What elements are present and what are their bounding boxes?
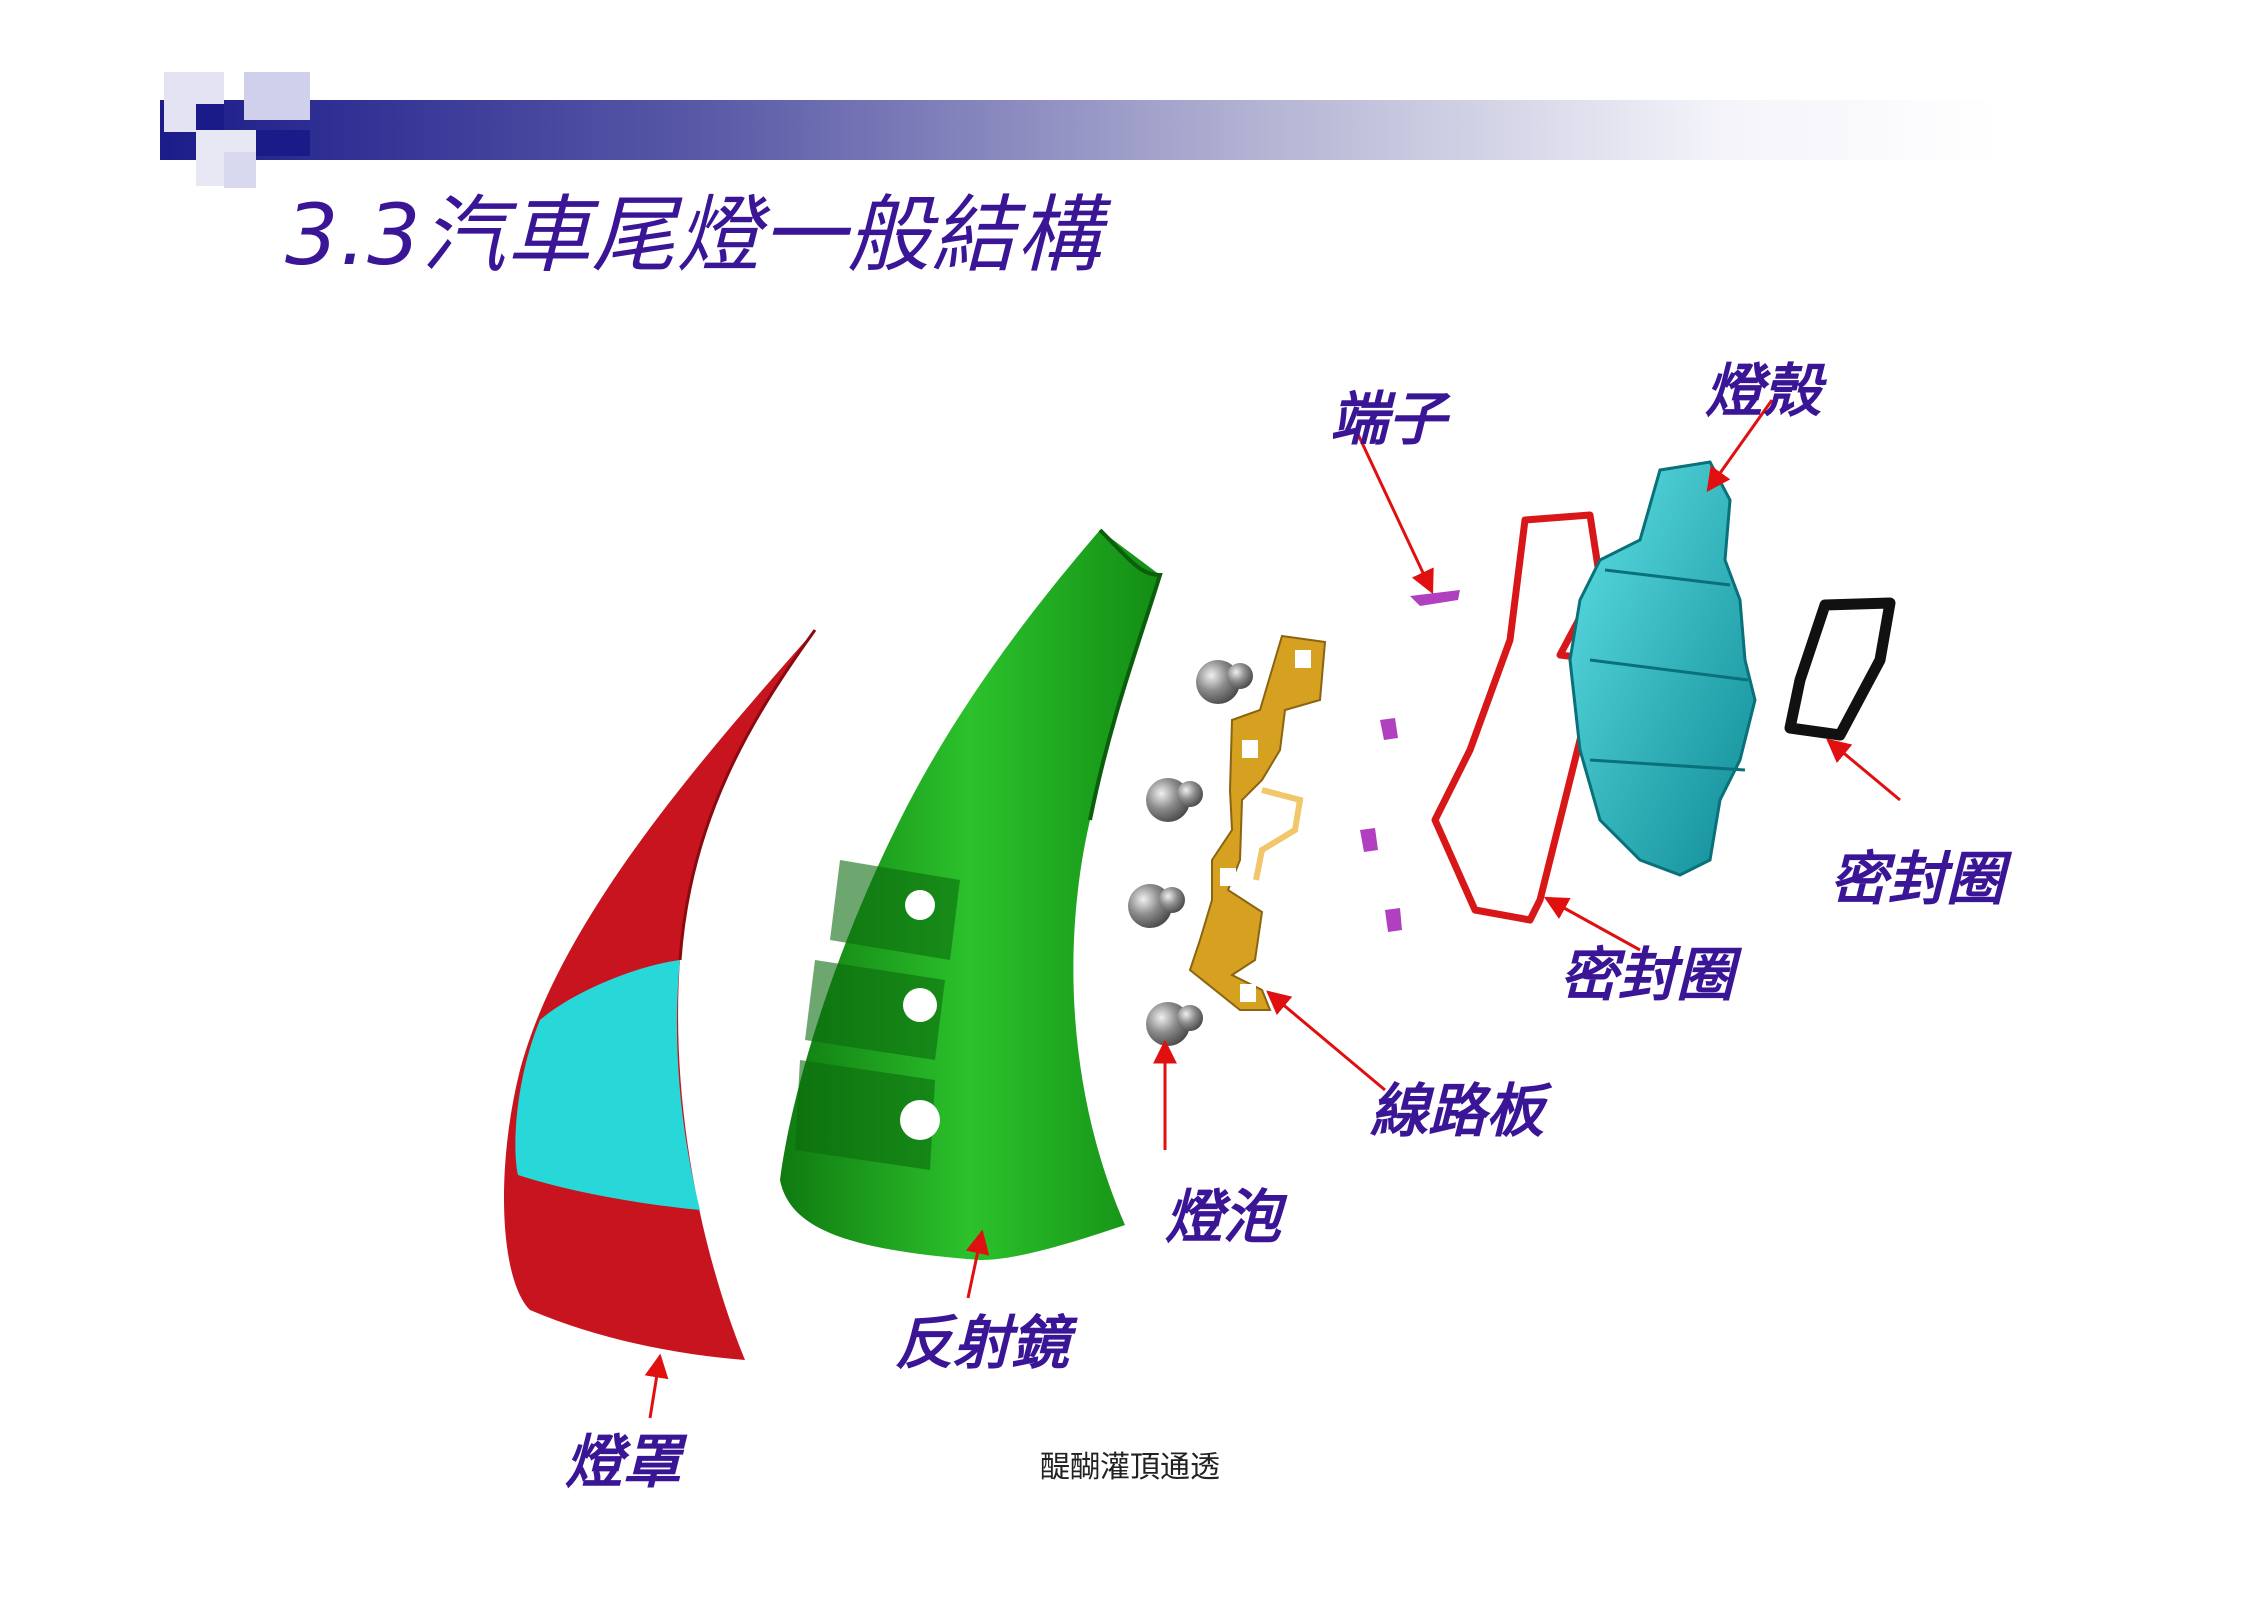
- title-gradient-bar: [160, 100, 2000, 160]
- circuit-board-part: [1188, 634, 1327, 1011]
- deco-square: [256, 130, 310, 156]
- terminal-part: [1360, 590, 1460, 932]
- deco-square: [244, 72, 310, 120]
- label-seal-middle: 密封圈: [1560, 941, 1735, 1009]
- footer-text: 醍醐灌頂通透: [1040, 1450, 1220, 1485]
- arrow-circuit: [1266, 990, 1386, 1092]
- label-reflector: 反射鏡: [895, 1309, 1070, 1377]
- arrow-terminal: [1354, 429, 1434, 595]
- label-circuit-board: 線路板: [1370, 1077, 1545, 1145]
- page-title: 3.3汽車尾燈一般結構: [285, 186, 1102, 284]
- arrow-housing: [1706, 399, 1774, 492]
- arrow-reflector: [965, 1229, 990, 1299]
- deco-square: [196, 104, 224, 130]
- label-housing: 燈殼: [1705, 357, 1822, 425]
- arrow-seal-middle: [1543, 896, 1641, 952]
- label-bulb: 燈泡: [1165, 1183, 1282, 1251]
- lens-part: [503, 629, 817, 1360]
- arrow-seal-right: [1826, 738, 1901, 802]
- seal-ring-right-part: [1784, 597, 1896, 741]
- deco-square: [224, 152, 256, 188]
- label-terminal: 端子: [1330, 385, 1447, 453]
- reflector-part: [780, 528, 1163, 1260]
- bulb-part: [1128, 660, 1253, 1046]
- leader-arrows: [644, 399, 1901, 1419]
- arrow-lens: [644, 1353, 669, 1419]
- housing-part: [1568, 460, 1757, 877]
- label-lens: 燈罩: [565, 1428, 682, 1496]
- label-seal-right: 密封圈: [1830, 845, 2005, 913]
